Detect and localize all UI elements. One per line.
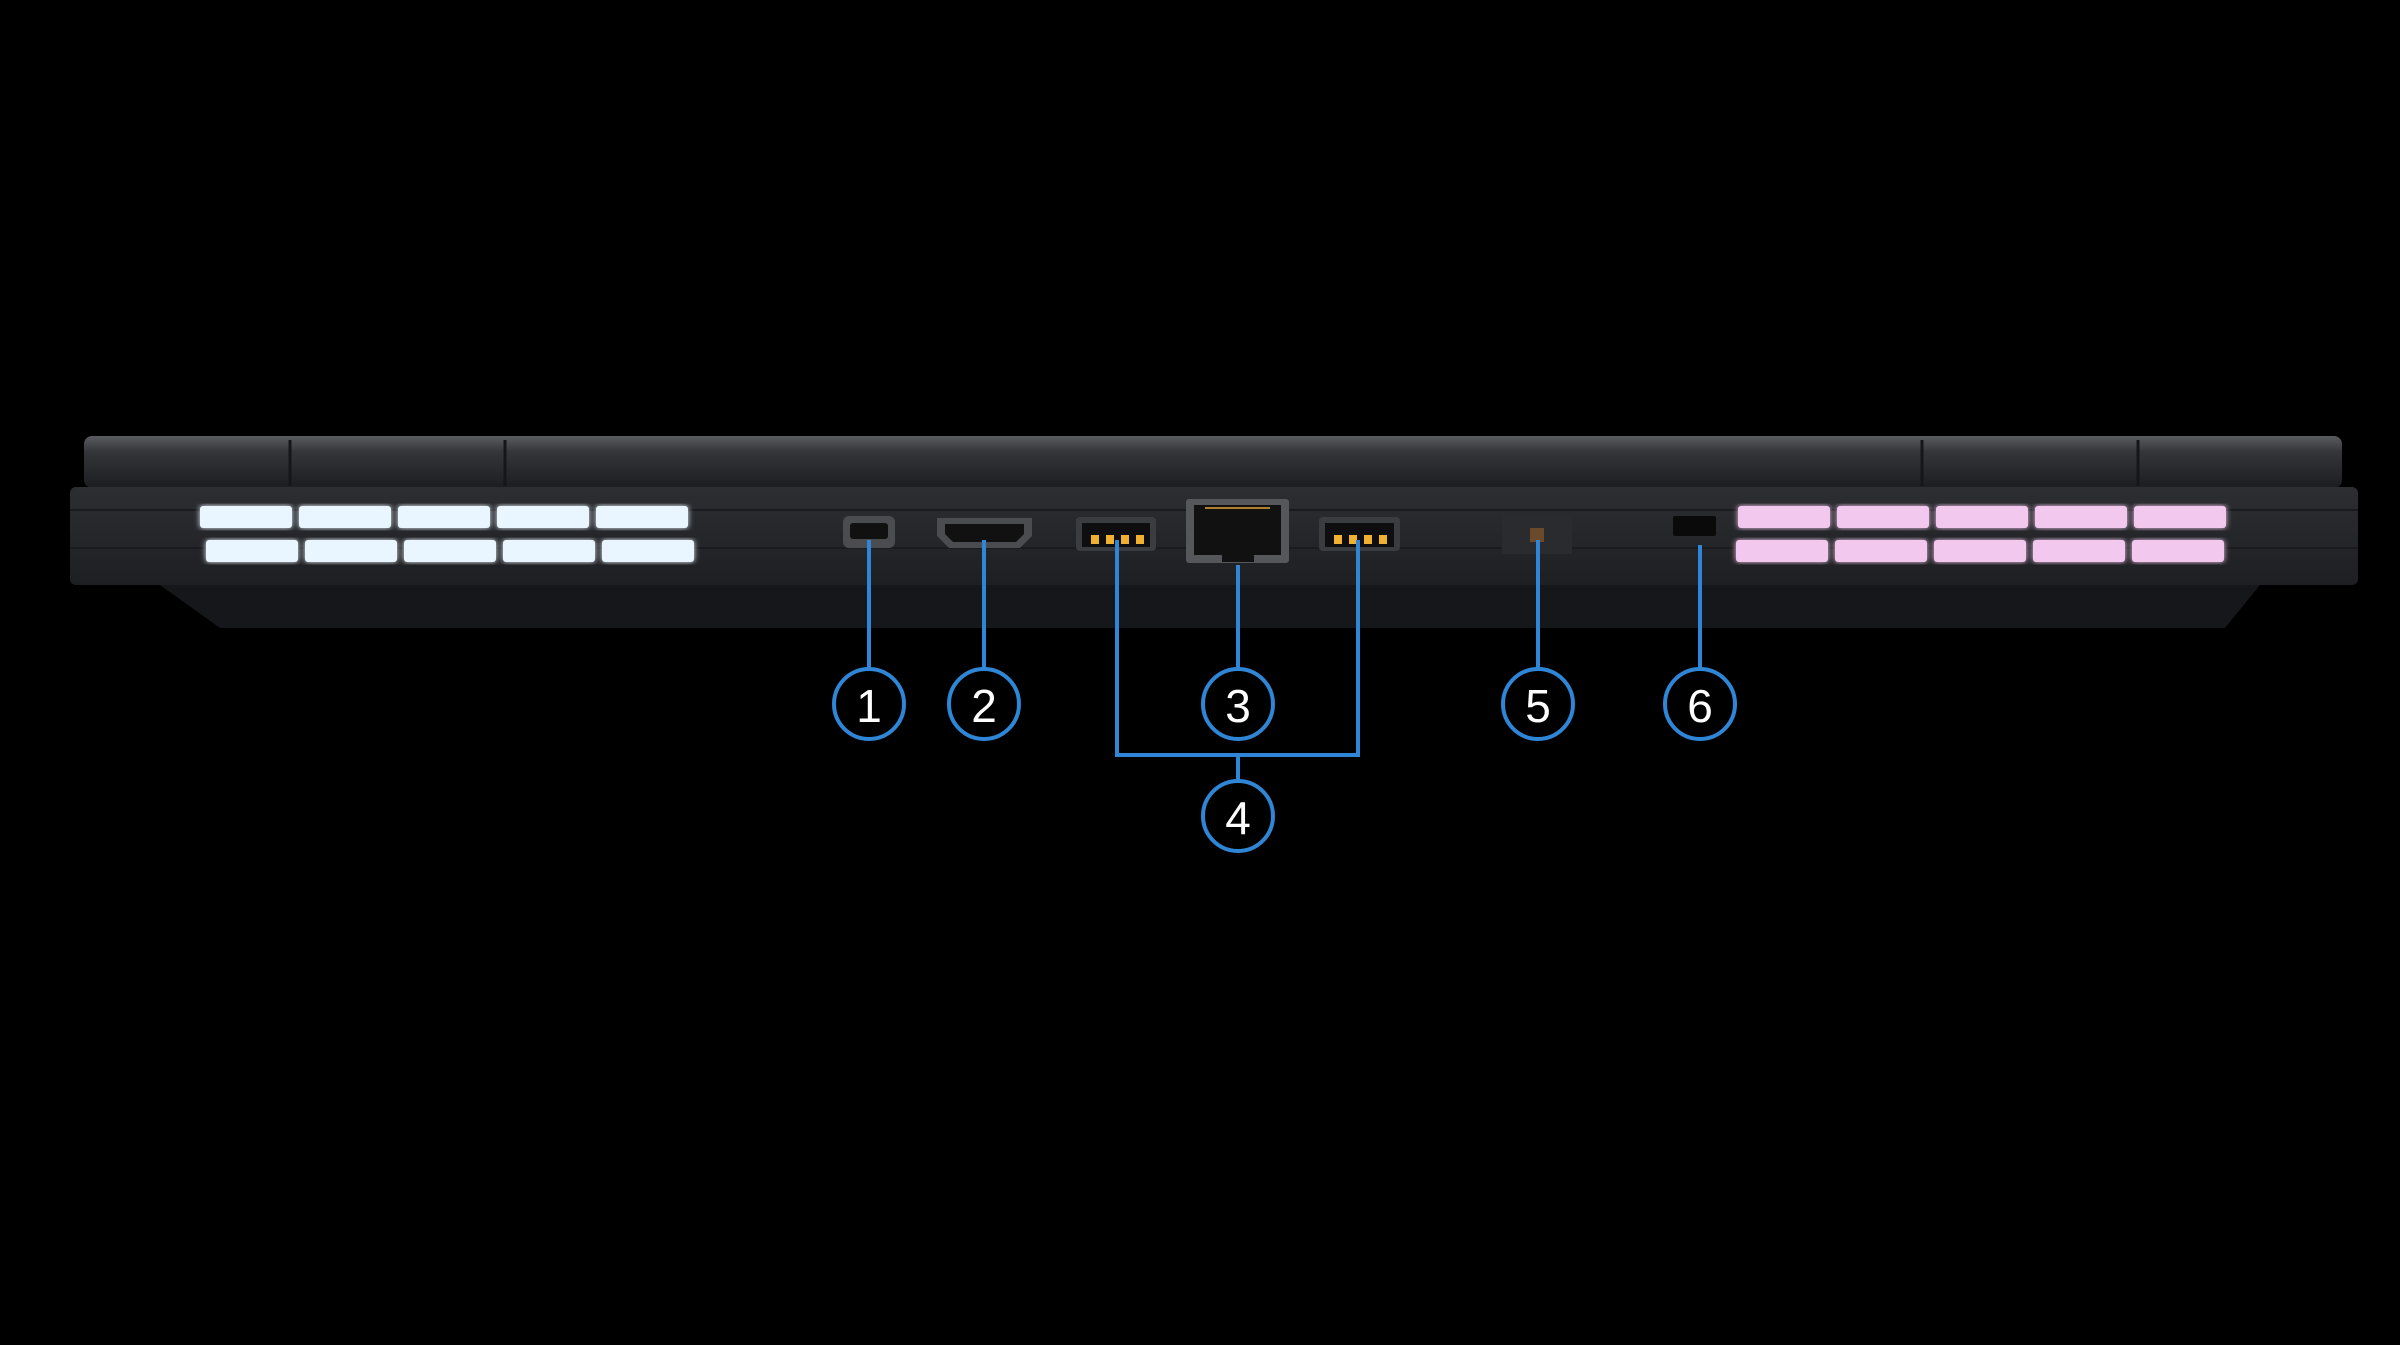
vent-slot (1736, 540, 1828, 562)
callout-number: 6 (1687, 680, 1713, 732)
callout-lines (867, 540, 1702, 780)
callout-3: 3 (1201, 667, 1275, 741)
lid-hinge-bar (84, 436, 2342, 488)
vent-slot (497, 506, 589, 528)
vent-slot (200, 506, 292, 528)
bottom-lip (160, 585, 2260, 628)
callout-number: 1 (856, 680, 882, 732)
vent-slot (1738, 506, 1830, 528)
vent-slot (305, 540, 397, 562)
hdmi-port (937, 518, 1032, 548)
callout-number: 2 (971, 680, 997, 732)
mini-displayport (843, 516, 895, 548)
vent-slot (299, 506, 391, 528)
ethernet-rj45-port (1186, 499, 1289, 563)
callout-2: 2 (947, 667, 1021, 741)
usb-a-port-left (1076, 517, 1156, 551)
usb-a-port-right (1319, 517, 1400, 551)
security-lock-slot (1673, 516, 1716, 536)
callout-1: 1 (832, 667, 906, 741)
callout-5: 5 (1501, 667, 1575, 741)
vent-slot (206, 540, 298, 562)
callout-6: 6 (1663, 667, 1737, 741)
callout-number: 3 (1225, 680, 1251, 732)
vent-slot (2033, 540, 2125, 562)
vent-slot (2134, 506, 2226, 528)
vent-slot (1837, 506, 1929, 528)
callout-number: 4 (1225, 792, 1251, 844)
left-vents (200, 506, 694, 562)
right-vents (1736, 506, 2226, 562)
vent-slot (1835, 540, 1927, 562)
vent-slot (404, 540, 496, 562)
vent-slot (596, 506, 688, 528)
vent-slot (1936, 506, 2028, 528)
vent-slot (2035, 506, 2127, 528)
vent-slot (503, 540, 595, 562)
vent-slot (2132, 540, 2224, 562)
vent-slot (398, 506, 490, 528)
vent-slot (1934, 540, 2026, 562)
callout-number: 5 (1525, 680, 1551, 732)
callout-4: 4 (1201, 779, 1275, 853)
vent-slot (602, 540, 694, 562)
